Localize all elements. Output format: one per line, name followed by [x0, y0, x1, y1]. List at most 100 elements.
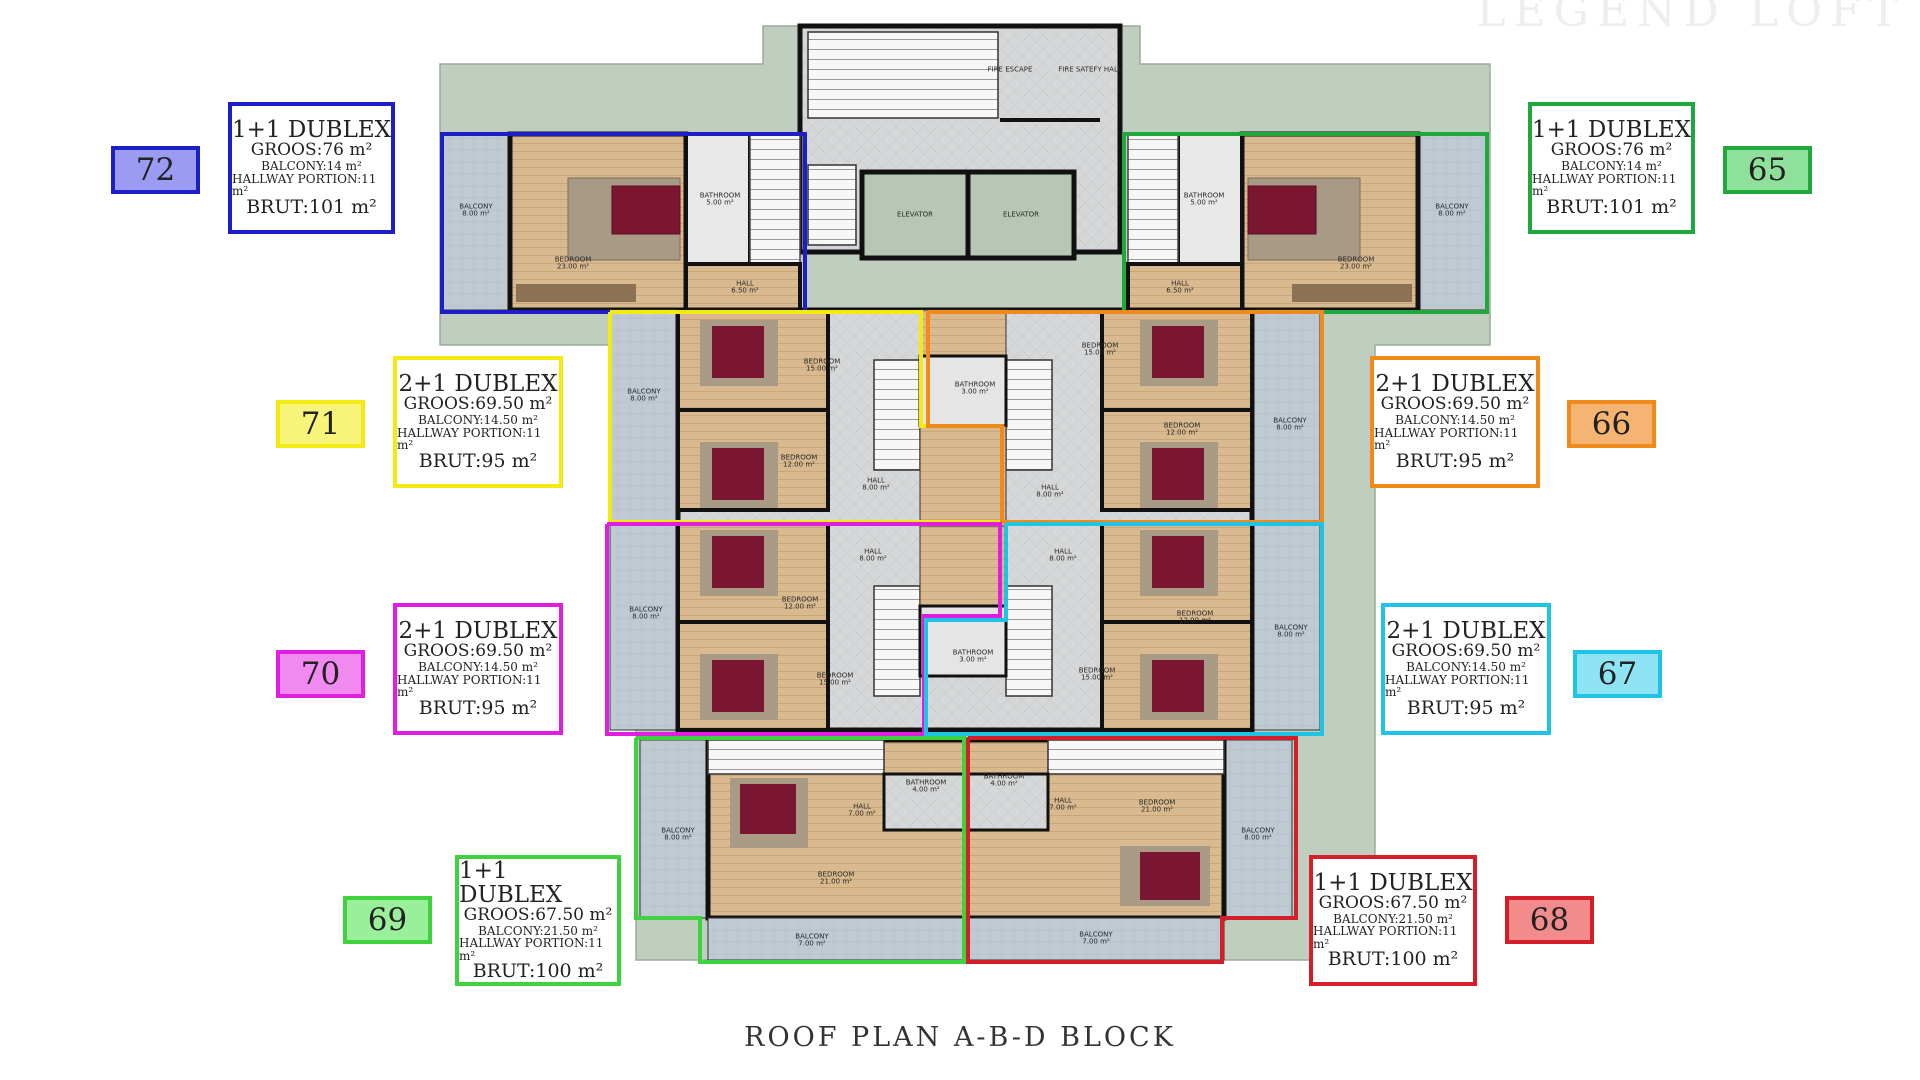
legend-title: LEGEND LOFT — [1476, 0, 1906, 37]
unit-balcony: BALCONY:14.50 m² — [418, 413, 538, 428]
unit-info-69: 1+1 DUBLEX GROOS:67.50 m² BALCONY:21.50 … — [455, 855, 621, 986]
outline-70 — [605, 522, 1002, 736]
unit-type: 2+1 DUBLEX — [398, 371, 558, 398]
unit-info-67: 2+1 DUBLEX GROOS:69.50 m² BALCONY:14.50 … — [1381, 603, 1551, 735]
room-label: FIRE SATEFY HALL — [1058, 65, 1122, 74]
unit-balcony: BALCONY:14.50 m² — [1395, 413, 1515, 428]
plan-caption: ROOF PLAN A-B-D BLOCK — [744, 1022, 1176, 1053]
outline-69 — [634, 736, 966, 964]
unit-type: 2+1 DUBLEX — [1386, 618, 1546, 645]
unit-hallway: HALLWAY PORTION:11 m² — [1532, 171, 1677, 199]
unit-groos: GROOS:67.50 m² — [1318, 892, 1468, 913]
unit-hallway: HALLWAY PORTION:11 m² — [397, 672, 542, 700]
unit-brut: BRUT:100 m² — [1327, 948, 1459, 971]
unit-hallway: HALLWAY PORTION:11 m² — [232, 171, 377, 199]
unit-groos: GROOS:76 m² — [1550, 140, 1673, 161]
outline-67 — [924, 522, 1324, 736]
unit-info-72: 1+1 DUBLEX GROOS:76 m² BALCONY:14 m² HAL… — [228, 102, 395, 234]
unit-number-71: 71 — [276, 400, 365, 448]
outline-68 — [966, 736, 1298, 964]
unit-hallway: HALLWAY PORTION:11 m² — [1385, 672, 1530, 700]
unit-balcony: BALCONY:14.50 m² — [1406, 660, 1526, 675]
unit-groos: GROOS:69.50 m² — [1391, 641, 1541, 662]
unit-groos: GROOS:76 m² — [250, 140, 373, 161]
unit-brut: BRUT:101 m² — [246, 195, 377, 218]
unit-hallway: HALLWAY PORTION:11 m² — [397, 425, 542, 453]
unit-info-71: 2+1 DUBLEX GROOS:69.50 m² BALCONY:14.50 … — [393, 356, 563, 488]
unit-groos: GROOS:69.50 m² — [403, 394, 553, 415]
unit-65-plan — [1126, 131, 1487, 313]
unit-balcony: BALCONY:14 m² — [1561, 159, 1662, 174]
unit-brut: BRUT:95 m² — [1395, 449, 1515, 472]
unit-brut: BRUT:101 m² — [1546, 195, 1677, 218]
unit-balcony: BALCONY:14.50 m² — [418, 660, 538, 675]
unit-groos: GROOS:67.50 m² — [463, 904, 613, 925]
room-label: FIRE ESCAPE — [987, 65, 1033, 74]
unit-hallway: HALLWAY PORTION:11 m² — [459, 936, 604, 963]
room-label: ELEVATOR — [897, 210, 933, 219]
unit-type: 2+1 DUBLEX — [1375, 371, 1535, 398]
unit-groos: GROOS:69.50 m² — [403, 641, 553, 662]
unit-groos: GROOS:69.50 m² — [1380, 394, 1530, 415]
unit-info-66: 2+1 DUBLEX GROOS:69.50 m² BALCONY:14.50 … — [1370, 356, 1540, 488]
unit-number-72: 72 — [111, 146, 200, 194]
unit-balcony: BALCONY:14 m² — [261, 159, 362, 174]
unit-outlines — [440, 132, 1489, 964]
unit-number-68: 68 — [1505, 896, 1594, 944]
unit-brut: BRUT:95 m² — [418, 449, 538, 472]
unit-info-68: 1+1 DUBLEX GROOS:67.50 m² BALCONY:21.50 … — [1309, 855, 1477, 986]
unit-type: 1+1 DUBLEX — [1313, 869, 1473, 896]
unit-info-65: 1+1 DUBLEX GROOS:76 m² BALCONY:14 m² HAL… — [1528, 102, 1695, 234]
unit-balcony: BALCONY:21.50 m² — [1333, 911, 1453, 926]
unit-number-69: 69 — [343, 896, 432, 944]
unit-number-67: 67 — [1573, 650, 1662, 698]
unit-hallway: HALLWAY PORTION:11 m² — [1313, 924, 1458, 951]
unit-brut: BRUT:95 m² — [418, 696, 538, 719]
unit-72-plan — [441, 131, 802, 313]
core — [797, 23, 1123, 261]
unit-info-70: 2+1 DUBLEX GROOS:69.50 m² BALCONY:14.50 … — [393, 603, 563, 735]
unit-number-70: 70 — [276, 650, 365, 698]
unit-balcony: BALCONY:21.50 m² — [478, 923, 598, 938]
unit-hallway: HALLWAY PORTION:11 m² — [1374, 425, 1519, 453]
unit-brut: BRUT:100 m² — [472, 960, 604, 983]
unit-type: 1+1 DUBLEX — [459, 857, 563, 908]
unit-number-66: 66 — [1567, 400, 1656, 448]
room-label: ELEVATOR — [1003, 210, 1039, 219]
